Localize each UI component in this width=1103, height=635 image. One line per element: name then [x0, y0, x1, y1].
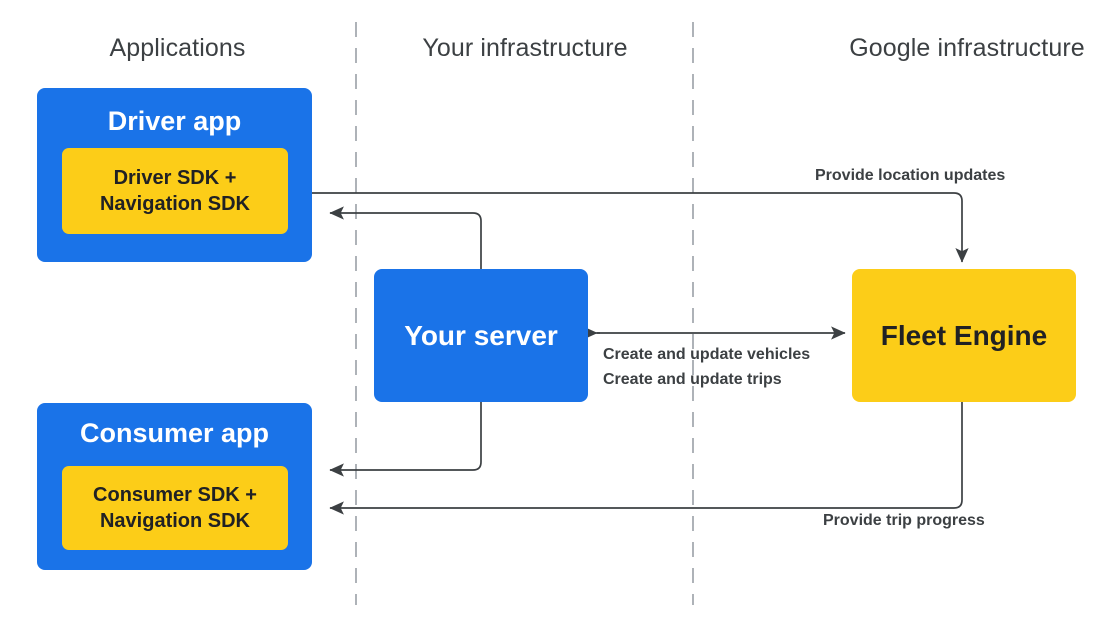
driver-sdk-label: Driver SDK + Navigation SDK — [99, 167, 251, 215]
edge-label-create-and-update-vehicles: Create and update vehicles — [603, 346, 811, 363]
column-header-google-infrastructure: Google infrastructure — [849, 34, 1085, 62]
node-driver-sdk[interactable]: Driver SDK + Navigation SDK — [62, 148, 288, 234]
node-fleet-engine[interactable]: Fleet Engine — [852, 269, 1076, 402]
column-header-your-infrastructure: Your infrastructure — [422, 34, 628, 62]
edge-label-provide-trip-progress: Provide trip progress — [823, 512, 985, 529]
edge-label-provide-location-updates: Provide location updates — [815, 167, 1006, 184]
node-your-server[interactable]: Your server — [374, 269, 588, 402]
edge-label-create-and-update-trips: Create and update trips — [603, 371, 782, 388]
wire-driver-sdk-to-fleet-engine — [288, 192, 969, 263]
fleet-engine-title: Fleet Engine — [880, 319, 1048, 351]
consumer-sdk-label: Consumer SDK + Navigation SDK — [93, 484, 257, 532]
consumer-app-title: Consumer app — [79, 418, 270, 448]
wire-your-server-to-consumer-app — [329, 402, 482, 477]
node-consumer-sdk[interactable]: Consumer SDK + Navigation SDK — [62, 466, 288, 550]
wire-your-server-to-driver-app — [329, 206, 482, 269]
driver-app-title: Driver app — [107, 106, 242, 136]
wire-fleet-engine-to-consumer-sdk — [329, 402, 963, 515]
column-header-applications: Applications — [109, 34, 246, 62]
your-server-title: Your server — [404, 319, 558, 351]
